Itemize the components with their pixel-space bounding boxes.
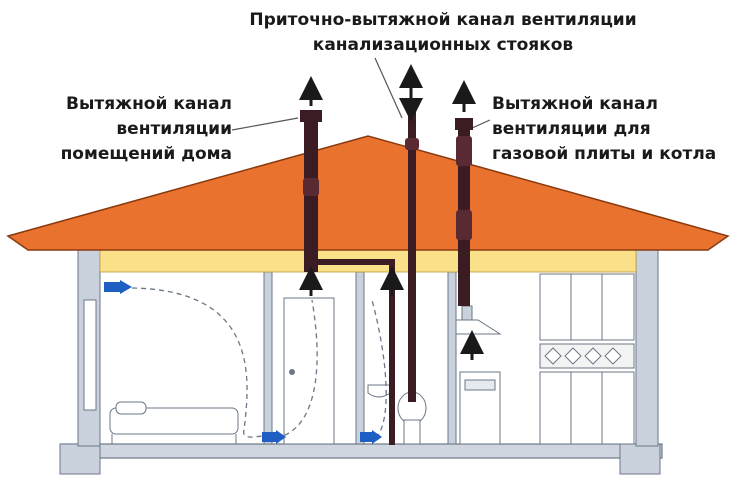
- range-hood: [455, 305, 502, 335]
- partition-2: [355, 271, 365, 445]
- arrow-right-icon: [262, 430, 286, 444]
- leader-line-left: [231, 117, 299, 131]
- window-left: [83, 299, 97, 411]
- partition-1: [263, 271, 273, 445]
- door: [283, 297, 335, 445]
- arrow-right-icon: [104, 280, 132, 294]
- airflow-path-left: [131, 287, 263, 438]
- boiler: [459, 371, 501, 445]
- airflow-path-door: [275, 299, 318, 439]
- leader-line-right: [471, 119, 491, 129]
- partition-3: [447, 271, 457, 445]
- roof: [6, 135, 730, 251]
- toilet: [397, 391, 427, 445]
- bed: [109, 401, 239, 444]
- label-line: вентиляции: [116, 119, 232, 139]
- wall-right: [635, 247, 659, 447]
- label-line: Вытяжной канал: [492, 94, 658, 114]
- label-line: вентиляции для: [492, 119, 651, 139]
- arrow-right-icon: [360, 430, 382, 444]
- label-line: канализационных стояков: [312, 35, 574, 55]
- label-supply-exhaust-channel: Приточно-вытяжной канал вентиляции канал…: [0, 8, 736, 58]
- label-line: Вытяжной канал: [66, 94, 232, 114]
- label-line: Приточно-вытяжной канал вентиляции: [249, 10, 637, 30]
- floor-slab: [61, 443, 663, 459]
- label-room-exhaust-channel: Вытяжной канал вентиляции помещений дома: [48, 92, 232, 167]
- kitchen-cabinets: [539, 273, 635, 445]
- foundation-right: [619, 443, 661, 475]
- label-line: газовой плиты и котла: [492, 144, 717, 164]
- foundation-left: [59, 443, 101, 475]
- leader-line-center: [374, 57, 403, 119]
- label-line: помещений дома: [60, 144, 232, 164]
- label-stove-boiler-exhaust-channel: Вытяжной канал вентиляции для газовой пл…: [492, 92, 716, 167]
- sewer-vent-stack: [405, 112, 419, 402]
- stove-boiler-exhaust-duct: [455, 118, 473, 306]
- airflow-path-bath: [371, 299, 387, 439]
